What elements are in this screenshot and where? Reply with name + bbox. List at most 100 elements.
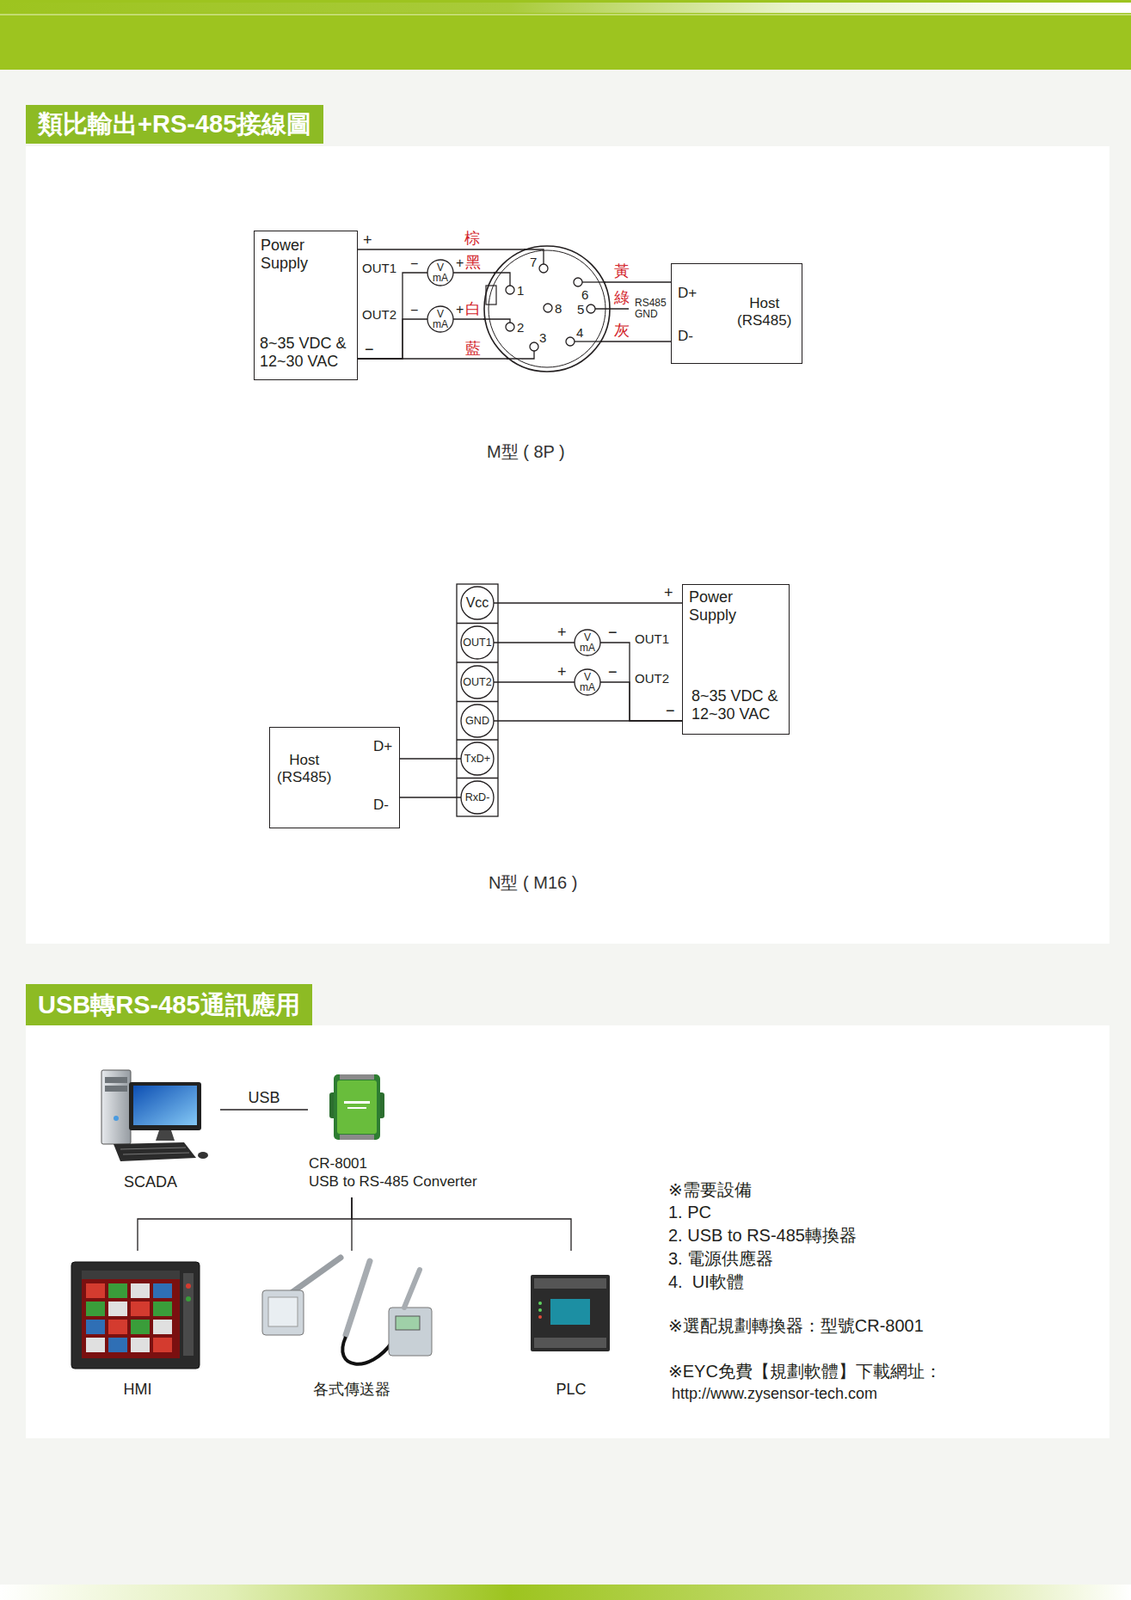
wire: [220, 1108, 308, 1110]
label: 灰: [614, 322, 630, 339]
node-text: HMI: [67, 1380, 209, 1399]
node-text: SCADA: [86, 1173, 216, 1192]
wire: [493, 681, 575, 683]
label: http://www.zysensor-tech.com: [671, 1385, 878, 1402]
plc-icon: [538, 1301, 542, 1305]
hmi-icon: [153, 1337, 173, 1353]
pin-number: 7: [529, 255, 537, 269]
wire: [600, 642, 683, 721]
connector-inner-wire: [574, 340, 603, 342]
header-bar: [0, 13, 1131, 16]
label: OUT1: [634, 632, 670, 646]
converter-icon: [339, 1134, 375, 1140]
pc-icon: [113, 1115, 119, 1121]
section-heading: USB轉RS-485通訊應用: [25, 983, 313, 1026]
label: +: [362, 232, 373, 248]
connector-pin: [565, 337, 575, 346]
label: +: [455, 302, 464, 317]
transmitter-icon: [292, 1257, 341, 1292]
label: −: [608, 663, 618, 680]
label: 3. 電源供應器: [668, 1249, 774, 1267]
pin-number: 1: [516, 283, 524, 297]
circle-outline: [461, 586, 494, 620]
converter-icon: [344, 1100, 370, 1104]
node-text: D+: [677, 284, 697, 302]
node-text: V mA: [432, 262, 449, 283]
wire: [493, 719, 683, 721]
pin-number: 6: [581, 288, 589, 302]
hmi-icon: [71, 1261, 200, 1369]
host-box: D+Host (RS485)D-: [670, 263, 803, 364]
pc-icon: [104, 1076, 128, 1083]
label: 4. UI軟體: [668, 1272, 744, 1291]
node-text: 8~35 VDC & 12~30 VAC: [259, 334, 353, 370]
connector-inner-wire: [582, 281, 606, 283]
terminal: GND: [460, 703, 495, 738]
label: 綠: [614, 289, 630, 306]
wire: [137, 1197, 352, 1251]
connector-pin: [543, 303, 553, 313]
hmi-icon: [130, 1337, 150, 1353]
device-node: SCADA: [86, 1063, 221, 1198]
hmi-icon: [108, 1301, 128, 1316]
pc-icon: [120, 1147, 190, 1155]
circle-outline: [461, 742, 494, 775]
connector-pin: [586, 304, 596, 314]
transmitter-icon: [404, 1269, 420, 1308]
host-box: Host (RS485)D+D-: [269, 726, 400, 829]
terminal-strip: [456, 777, 498, 779]
meter-symbol: V mA: [573, 668, 602, 696]
label: ※EYC免費【規劃軟體】下載網址：: [668, 1362, 942, 1380]
power-supply-box: Power Supply8~35 VDC & 12~30 VAC: [682, 583, 790, 735]
label: 2. USB to RS-485轉換器: [668, 1226, 857, 1244]
header-bar: [0, 0, 1131, 70]
circle-outline: [461, 780, 494, 814]
converter-icon: [337, 1080, 377, 1134]
connector-pin: [505, 264, 596, 351]
circle-outline: [461, 626, 494, 659]
node-text: TxD+: [464, 753, 491, 765]
node-text: USB轉RS-485通訊應用: [37, 983, 301, 1026]
pc-icon: [113, 1142, 197, 1162]
wire: [493, 602, 683, 603]
transmitter-icon: [268, 1296, 298, 1327]
pc-icon: [104, 1085, 128, 1092]
hmi-icon: [130, 1283, 150, 1298]
device-node: HMI: [67, 1250, 214, 1404]
pin-number: 8: [554, 301, 562, 315]
label: ※需要設備: [668, 1180, 752, 1199]
label: −: [364, 341, 375, 357]
label: −: [410, 303, 418, 318]
node-text: RxD-: [465, 792, 491, 804]
meter-symbol: V mA: [426, 305, 455, 333]
hmi-icon: [81, 1270, 180, 1359]
terminal: RxD-: [460, 780, 495, 815]
wire: [600, 340, 671, 342]
hmi-icon: [86, 1283, 173, 1353]
hmi-icon: [108, 1337, 128, 1353]
terminal-strip: [456, 661, 498, 663]
circle-outline: [427, 259, 454, 286]
node-text: Power Supply: [688, 588, 737, 624]
header-bar: [0, 2, 1131, 13]
node-text: V mA: [579, 632, 596, 653]
label: 黃: [614, 263, 630, 279]
footer-bar: [0, 1584, 1131, 1600]
pc-icon: [197, 1151, 209, 1159]
terminal-strip: [456, 738, 498, 740]
hmi-icon: [183, 1272, 194, 1356]
connector-inner-wire: [483, 249, 629, 359]
connector-pin: [573, 277, 583, 287]
power-supply-box: Power Supply8~35 VDC & 12~30 VAC: [253, 230, 358, 381]
label: RS485 GND: [634, 297, 667, 320]
pc-icon: [101, 1069, 209, 1162]
node-text: 類比輸出+RS-485接線圖: [37, 104, 312, 144]
label: −: [410, 257, 418, 271]
connector-outline: [483, 245, 611, 373]
label: −: [665, 702, 676, 719]
node-text: D-: [677, 327, 694, 345]
hmi-icon: [108, 1283, 128, 1298]
terminal: TxD+: [460, 741, 495, 776]
